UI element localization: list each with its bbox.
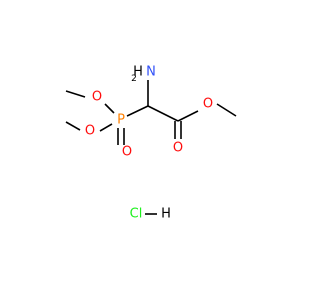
p-methoxy-o-lower-label: O [85,124,95,139]
bond-oester-ch3 [216,103,237,117]
amine-n-label: N [146,65,156,80]
hydrogen-label: H [161,207,171,222]
bond-ch3-o-upper [65,90,86,98]
bond-o-upper-p [104,103,115,114]
amine-h-label: H [133,65,143,80]
ester-o-label: O [203,97,213,112]
phosphorus-label: P [117,113,125,128]
bond-ch3-o-lower [65,121,81,131]
bond-o-lower-p [99,123,113,132]
bond-p-calpha [126,105,149,117]
amine-subscript-label: 2 [131,74,137,84]
p-methoxy-o-upper-label: O [92,90,102,105]
bond-calpha-ccarbonyl [147,105,179,122]
phosphoryl-o-label: O [122,145,132,160]
atom-labels: H N 2 O O P O O O Cl H [85,65,213,222]
molecule-structure: H N 2 O O P O O O Cl H [65,65,237,222]
chlorine-label: Cl [130,207,143,222]
bond-ccarbonyl-oester [177,110,199,122]
bonds [65,80,237,215]
carbonyl-o-label: O [173,141,183,156]
